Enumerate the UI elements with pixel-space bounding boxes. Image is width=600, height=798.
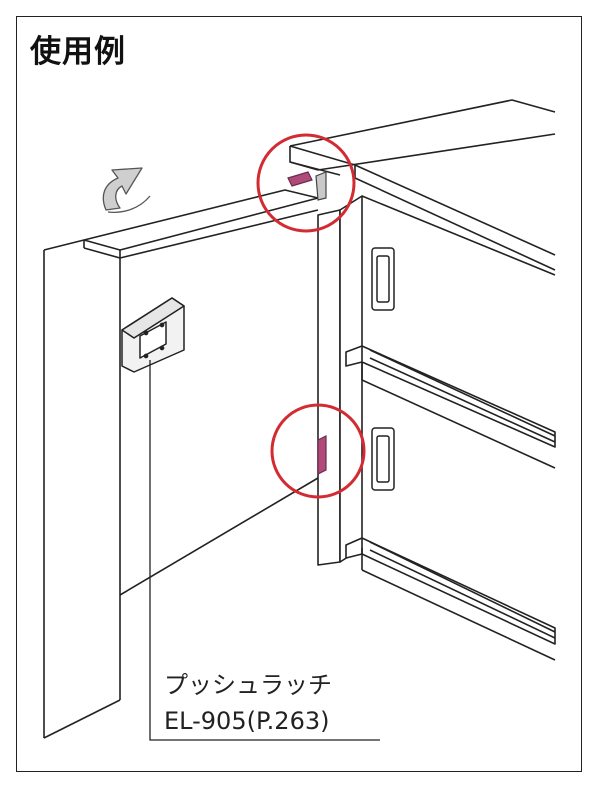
figure-frame — [16, 16, 582, 772]
front-cabinet — [43, 189, 319, 739]
curved-up-arrow-icon — [102, 167, 151, 214]
callout-product-code: EL-905(P.263) — [164, 707, 330, 735]
figure-title: 使用例 — [30, 34, 126, 70]
callout-leader-line — [149, 360, 380, 741]
drawer-handles — [371, 247, 395, 491]
drawer-fronts — [345, 195, 556, 661]
upper-highlight-circle — [256, 133, 356, 233]
push-latch-plate-icon — [121, 297, 185, 373]
upper-latch-icon — [287, 171, 313, 187]
lower-latch-icon — [317, 435, 327, 475]
lower-highlight-circle — [270, 403, 366, 499]
callout-product-name: プッシュラッチ — [164, 671, 332, 699]
latch-parts — [287, 171, 327, 475]
back-cabinet-top — [289, 99, 556, 271]
door-edge-column — [317, 195, 363, 566]
